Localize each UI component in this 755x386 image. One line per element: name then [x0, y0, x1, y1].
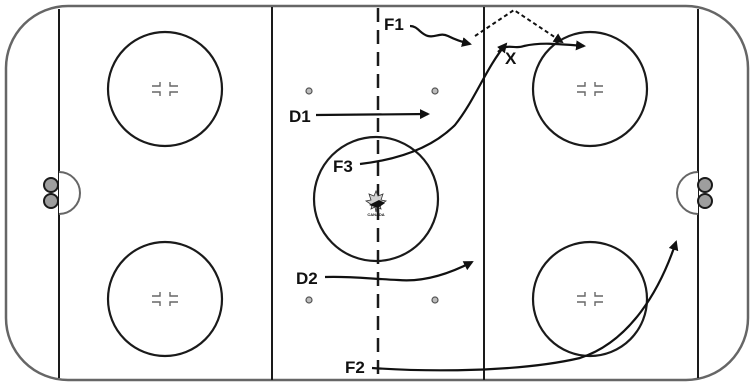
faceoff-dot: [305, 87, 313, 95]
player-label-d2: D2: [296, 269, 318, 288]
faceoff-dot: [431, 87, 439, 95]
faceoff-dot: [431, 296, 439, 304]
logo-wordmark: CANADA: [367, 212, 384, 217]
f2-path: [371, 240, 679, 372]
center-circle: [312, 135, 440, 263]
faceoff-dot: [305, 296, 313, 304]
d2-path: [324, 261, 474, 282]
net-right: [697, 177, 713, 209]
hash-right-bottom: [577, 292, 603, 306]
f1-path: [409, 24, 472, 47]
faceoff-circle-left-top: [106, 30, 224, 148]
net-left: [43, 177, 59, 209]
hash-left-bottom: [152, 292, 178, 306]
goal-crease-left: [58, 171, 81, 215]
faceoff-circle-right-bottom: [531, 240, 649, 358]
faceoff-circle-left-bottom: [106, 240, 224, 358]
hash-right-top: [577, 82, 603, 96]
player-label-d1: D1: [289, 107, 311, 126]
f1-pass: [474, 8, 564, 44]
d1-path: [315, 109, 430, 120]
faceoff-circle-right-top: [531, 30, 649, 148]
goal-crease-right: [676, 171, 699, 215]
player-label-f3: F3: [333, 157, 353, 176]
hash-left-top: [152, 82, 178, 96]
player-label-f1: F1: [384, 15, 404, 34]
maple-leaf-icon: [364, 189, 388, 213]
pass-target-marker: X: [505, 49, 517, 68]
f3-path: [359, 42, 508, 166]
player-label-f2: F2: [345, 358, 365, 377]
